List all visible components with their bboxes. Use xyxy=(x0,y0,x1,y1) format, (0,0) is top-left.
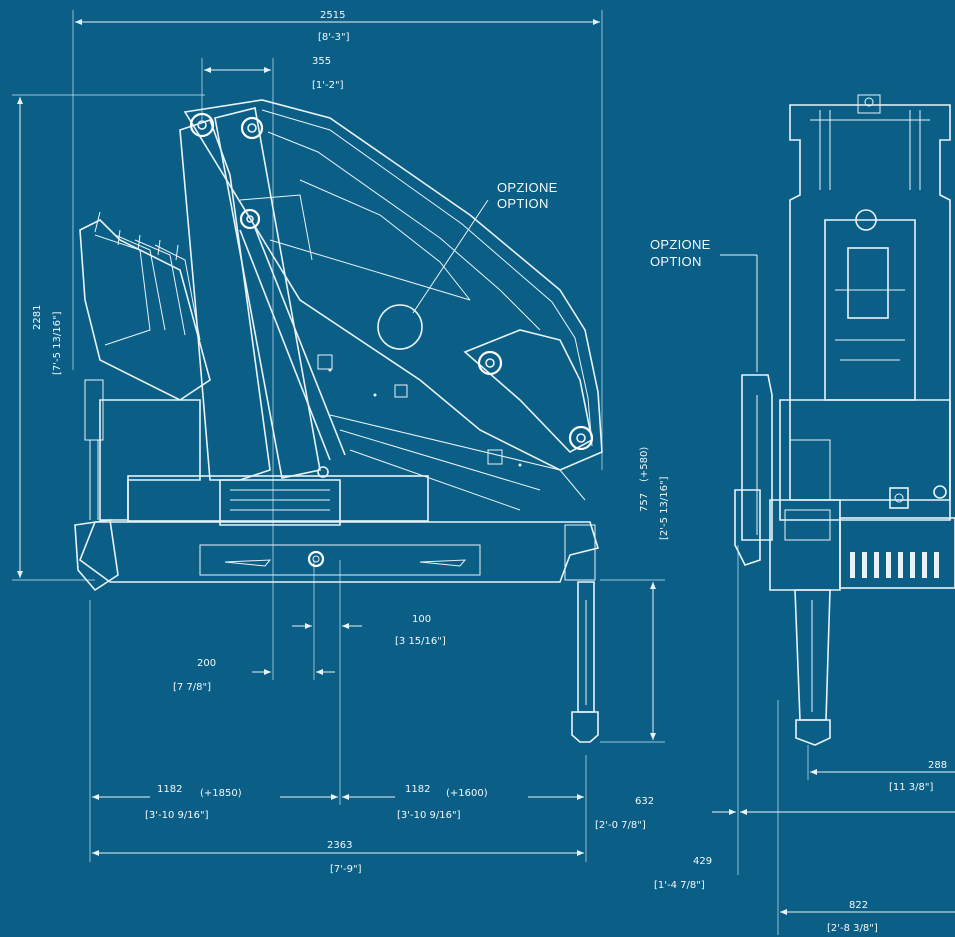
dim-757: 757 xyxy=(639,493,650,512)
option-labels: OPZIONE OPTION OPZIONE OPTION xyxy=(497,180,711,269)
dim-right-1182: 1182 xyxy=(405,784,430,795)
dim-100-imperial: [3 15/16"] xyxy=(395,636,446,647)
dim-2515: 2515 xyxy=(320,10,345,21)
valve-bank-levers xyxy=(850,552,939,578)
front-view-crane xyxy=(720,94,955,746)
dim-355-imperial: [1'-2"] xyxy=(312,80,344,91)
dim-2515-imperial: [8'-3"] xyxy=(318,32,350,43)
control-levers xyxy=(79,211,211,401)
option-label-left-en: OPTION xyxy=(497,196,549,211)
dim-left-extra: (+1850) xyxy=(200,788,242,799)
option-label-right-en: OPTION xyxy=(650,254,702,269)
dim-200: 200 xyxy=(197,658,216,669)
dim-288: 288 xyxy=(928,760,947,771)
dim-left-imperial: [3'-10 9/16"] xyxy=(145,810,209,821)
dim-632-imperial: [2'-0 7/8"] xyxy=(595,820,646,831)
dim-632: 632 xyxy=(635,796,654,807)
dim-2363-imperial: [7'-9"] xyxy=(330,864,362,875)
dim-822-imperial: [2'-8 3/8"] xyxy=(827,923,878,934)
dim-757-extra: (+580) xyxy=(639,447,650,482)
dim-429: 429 xyxy=(693,856,712,867)
dim-200-imperial: [7 7/8"] xyxy=(173,682,211,693)
dimension-labels: 2515 [8'-3"] 355 [1'-2"] 2281 [7'-5 13/1… xyxy=(32,10,947,934)
dim-288-imperial: [11 3/8"] xyxy=(889,782,933,793)
dim-right-imperial: [3'-10 9/16"] xyxy=(397,810,461,821)
dim-right-extra: (+1600) xyxy=(446,788,488,799)
option-label-left-it: OPZIONE xyxy=(497,180,558,195)
side-view-crane xyxy=(74,99,603,743)
dim-355: 355 xyxy=(312,56,331,67)
dim-2281: 2281 xyxy=(32,305,43,330)
dim-100: 100 xyxy=(412,614,431,625)
side-view-dimensions xyxy=(12,10,665,862)
option-label-right-it: OPZIONE xyxy=(650,237,711,252)
dim-2281-imperial: [7'-5 13/16"] xyxy=(52,311,63,375)
dim-757-imperial: [2'-5 13/16"] xyxy=(659,476,670,540)
dim-left-1182: 1182 xyxy=(157,784,182,795)
dim-429-imperial: [1'-4 7/8"] xyxy=(654,880,705,891)
dim-822: 822 xyxy=(849,900,868,911)
dim-2363: 2363 xyxy=(327,840,352,851)
front-view-dimensions xyxy=(712,545,955,935)
